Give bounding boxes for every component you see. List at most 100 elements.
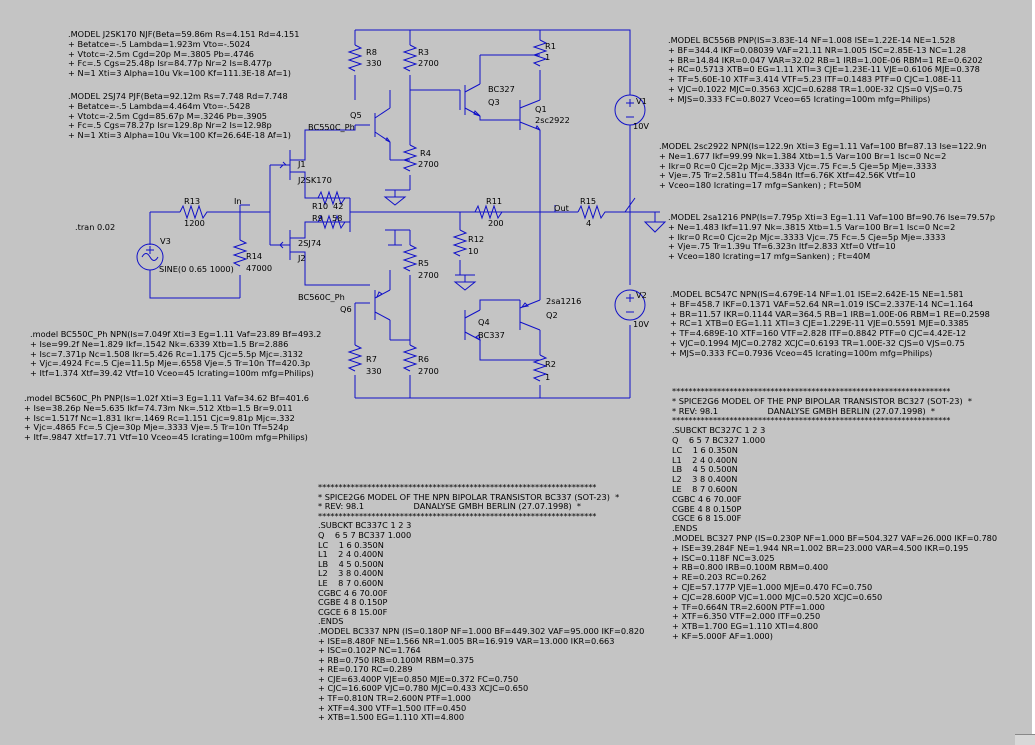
q3-model: BC327: [488, 84, 515, 94]
model-line: CGBC 4 6 70.00F: [318, 587, 388, 598]
r12-value: 10: [468, 246, 478, 256]
model-line: + VJC=0.1022 MJC=0.3563 XCJC=0.6288 TR=1…: [668, 83, 963, 94]
j2-ref: J2: [297, 253, 306, 263]
model-line: + RE=0.203 RC=0.262: [672, 572, 767, 583]
model-line: + N=1 Xti=3 Alpha=10u Vk=100 Kf=111.3E-1…: [68, 68, 291, 79]
model-line: + Itf=1.374 Xtf=39.42 Vtf=10 Vceo=45 Icr…: [30, 368, 314, 379]
model-line: CGBC 4 6 70.00F: [672, 493, 742, 504]
r15-value: 4: [586, 218, 591, 228]
model-block-bc560c: .model BC560C_Ph PNP(Is=1.02f Xti=3 Eg=1…: [24, 393, 309, 443]
model-line: + Vjc=.4865 Fc=.5 Cje=30p Mje=.3333 Vje=…: [24, 422, 289, 433]
r12-ref: R12: [468, 234, 484, 244]
model-line: * REV: 98.1 DANALYSE GMBH BERLIN (27.07.…: [672, 405, 935, 416]
model-line: + Itf=.9847 Xtf=17.71 Vtf=10 Vceo=45 Icr…: [24, 432, 308, 443]
model-line: .MODEL 2SJ74 PJF(Beta=92.12m Rs=7.748 Rd…: [68, 91, 288, 101]
model-line: + CJC=28.600P VJC=1.000 MJC=0.520 XCJC=0…: [672, 591, 883, 602]
r13-value: 1200: [184, 218, 205, 228]
v2-ref: V2: [636, 290, 647, 300]
model-line: + VJC=0.1994 MJC=0.2782 XCJC=0.6193 TR=1…: [670, 337, 965, 348]
model-block-bc337: ****************************************…: [318, 482, 644, 723]
model-line: .MODEL 2sc2922 NPN(Is=122.9n Xti=3 Eg=1.…: [659, 141, 987, 151]
tran-directive: .tran 0.02: [75, 222, 115, 232]
model-line: Q 6 5 7 BC327 1.000: [672, 434, 766, 445]
model-line: LC 1 6 0.350N: [672, 444, 738, 455]
model-line: L1 2 4 0.400N: [318, 549, 384, 560]
model-line: + ISC=0.118F NC=3.025: [672, 552, 775, 563]
r9-value: 58: [332, 213, 342, 223]
model-line: + ISE=8.480F NE=1.566 NR=1.005 BR=16.919…: [318, 635, 615, 646]
r7-ref: R7: [366, 354, 377, 364]
q6-model: BC560C_Ph: [298, 292, 345, 302]
r13-ref: R13: [184, 196, 200, 206]
model-block-bc327: ****************************************…: [672, 386, 998, 642]
model-line: + N=1 Xti=3 Alpha=10u Vk=100 Kf=26.64E-1…: [68, 130, 291, 141]
model-line: + BF=458.7 IKF=0.1371 VAF=52.64 NR=1.019…: [670, 298, 974, 309]
r7-value: 330: [366, 366, 382, 376]
model-line: LE 8 7 0.600N: [672, 483, 738, 494]
model-line: + Isc=7.371p Nc=1.508 Ikr=5.426 Rc=1.175…: [30, 348, 304, 359]
model-block-bc556b: .MODEL BC556B PNP(IS=3.83E-14 NF=1.008 I…: [668, 35, 983, 105]
model-line: + TF=0.810N TR=2.600N PTF=1.000: [318, 693, 471, 704]
q2-model: 2sa1216: [546, 296, 581, 306]
r5-value: 2700: [418, 270, 439, 280]
model-line: * SPICE2G6 MODEL OF THE NPN BIPOLAR TRAN…: [318, 491, 620, 502]
model-line: + Vceo=180 Icrating=17 mfg=Sanken) ; Ft=…: [659, 180, 862, 191]
model-line: .ENDS: [318, 616, 344, 627]
r5-ref: R5: [418, 258, 429, 268]
model-line: + ISC=0.102P NC=1.764: [318, 645, 421, 656]
model-line: + MJS=0.333 FC=0.7936 Vceo=45 Icrating=1…: [670, 347, 933, 358]
model-line: + Betatce=-.5 Lambda=4.464m Vto=-.5428: [68, 100, 251, 111]
model-line: + RC=1 XTB=0 EG=1.11 XTI=3 CJE=1.229E-11…: [670, 318, 969, 329]
model-line: ****************************************…: [318, 482, 597, 492]
r8-value: 330: [366, 58, 382, 68]
r3-ref: R3: [418, 47, 429, 57]
model-line: + CJE=63.400P VJE=0.850 MJE=0.372 FC=0.7…: [318, 673, 519, 684]
model-block-j2sk170: .MODEL J2SK170 NJF(Beta=59.86m Rs=4.151 …: [68, 29, 299, 79]
model-line: .MODEL BC547C NPN(IS=4.679E-14 NF=1.01 I…: [670, 289, 964, 299]
q5-ref: Q5: [350, 110, 362, 120]
model-block-2sj74: .MODEL 2SJ74 PJF(Beta=92.12m Rs=7.748 Rd…: [68, 91, 291, 141]
model-block-bc547c: .MODEL BC547C NPN(IS=4.679E-14 NF=1.01 I…: [670, 289, 990, 359]
model-line: + RE=0.170 RC=0.289: [318, 664, 413, 675]
model-line: LC 1 6 0.350N: [318, 539, 384, 550]
model-line: LB 4 5 0.500N: [318, 558, 384, 569]
model-line: + BR=14.84 IKR=0.047 VAR=32.02 RB=1 IRB=…: [668, 54, 983, 65]
model-line: + Betatce=-.5 Lambda=1.923m Vto=-.5024: [68, 38, 251, 49]
q4-model: BC337: [478, 330, 505, 340]
model-line: + TF=0.664N TR=2.600N PTF=1.000: [672, 601, 825, 612]
r10-ref: R10: [312, 201, 328, 211]
model-line: Q 6 5 7 BC337 1.000: [318, 529, 412, 540]
r15-ref: R15: [580, 196, 596, 206]
r4-value: 2700: [418, 159, 439, 169]
r4-ref: R4: [420, 148, 431, 158]
model-line: + XTB=1.500 EG=1.110 XTI=4.800: [318, 712, 465, 723]
model-line: CGCE 6 8 15.00F: [672, 513, 742, 524]
model-line: + CJC=16.600P VJC=0.780 MJC=0.433 XCJC=0…: [318, 683, 529, 694]
r14-ref: R14: [246, 251, 262, 261]
model-line: + ISE=39.284F NE=1.944 NR=1.002 BR=23.00…: [672, 542, 969, 553]
model-line: + TF=4.689E-10 XTF=160 VTF=2.828 ITF=0.8…: [670, 328, 967, 339]
r14-value: 47000: [246, 263, 272, 273]
q2-ref: Q2: [546, 310, 558, 320]
model-line: + KF=5.000F AF=1.000): [672, 630, 773, 641]
model-line: .MODEL 2sa1216 PNP(Is=7.795p Xti=3 Eg=1.…: [668, 212, 996, 222]
model-line: + XTF=4.300 VTF=1.500 ITF=0.450: [318, 702, 467, 713]
model-line: + Ise=38.26p Ne=5.635 Ikf=74.73m Nk=.512…: [24, 402, 293, 413]
model-block-2sc2922: .MODEL 2sc2922 NPN(Is=122.9n Xti=3 Eg=1.…: [659, 141, 987, 191]
model-line: .model BC560C_Ph PNP(Is=1.02f Xti=3 Eg=1…: [24, 393, 309, 403]
model-line: + Vtotc=-2.5m Cgd=20p M=.3805 Pb=.4746: [68, 48, 254, 59]
r11-ref: R11: [486, 196, 502, 206]
r6-ref: R6: [418, 354, 429, 364]
j1-ref: J1: [297, 159, 306, 169]
v2-value: 10V: [633, 319, 649, 329]
model-line: .MODEL BC327 PNP (IS=0.230P NF=1.000 BF=…: [672, 532, 998, 543]
model-block-2sa1216: .MODEL 2sa1216 PNP(Is=7.795p Xti=3 Eg=1.…: [668, 212, 996, 262]
model-line: + Vje=.75 Tr=2.581u Tf=4.584n Itf=6.76K …: [659, 170, 916, 181]
model-line: + BR=11.57 IKR=0.1144 VAR=364.5 RB=1 IRB…: [670, 308, 990, 319]
model-line: + RB=0.750 IRB=0.100M RBM=0.375: [318, 654, 475, 665]
model-line: LB 4 5 0.500N: [672, 464, 738, 475]
model-line: L1 2 4 0.400N: [672, 454, 738, 465]
model-line: CGBE 4 8 0.150P: [672, 503, 742, 514]
model-line: + Fc=.5 Cgs=25.48p Isr=84.77p Nr=2 Is=8.…: [68, 58, 272, 69]
model-line: + Vtotc=-2.5m Cgd=85.67p M=.3246 Pb=.390…: [68, 110, 268, 121]
